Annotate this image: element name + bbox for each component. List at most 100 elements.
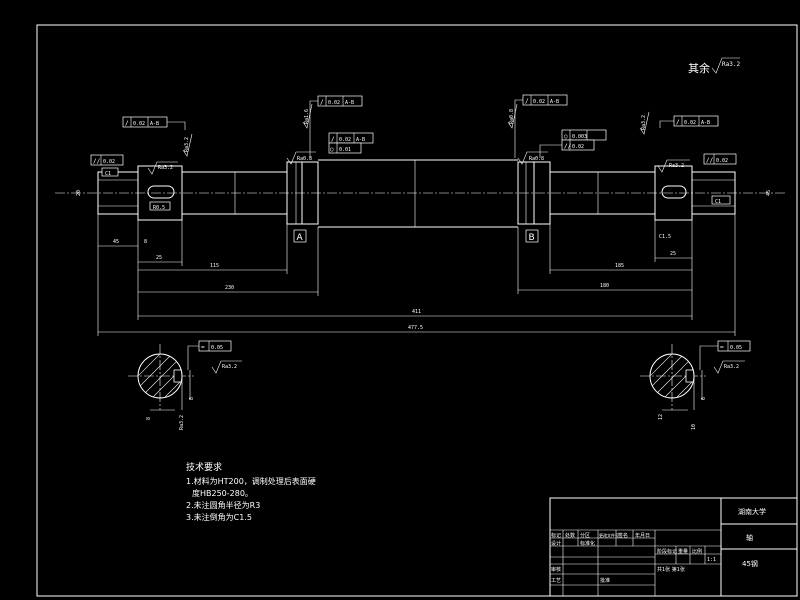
svg-text:○: ○	[330, 146, 334, 153]
section-right-depth: 12	[658, 414, 664, 420]
tol-frame-f6: / 0.02 A-B	[514, 94, 568, 158]
section-left-keyway-width: 8	[189, 397, 195, 400]
tb-school: 湖南大学	[738, 507, 766, 516]
dim-d8: 25	[670, 251, 676, 257]
svg-text:0.05: 0.05	[730, 345, 742, 351]
dim-d3: 230	[225, 285, 234, 291]
svg-text:Ra0.8: Ra0.8	[529, 156, 544, 162]
svg-text:Ra3.2: Ra3.2	[669, 163, 684, 169]
svg-text:0.02: 0.02	[716, 158, 728, 164]
general-roughness-value: Ra3.2	[722, 61, 740, 68]
dim-d6: 185	[615, 263, 624, 269]
svg-text:0.02: 0.02	[339, 137, 351, 143]
tb-sheet: 共1张 第1张	[657, 566, 685, 573]
dim-d2: 115	[210, 263, 219, 269]
svg-text:Ra1.6: Ra1.6	[304, 109, 310, 124]
section-left-roughness: Ra3.2	[179, 415, 185, 430]
tb-standardize: 标准化	[580, 540, 595, 547]
svg-text:0.003: 0.003	[572, 134, 587, 140]
tb-signature: 签名	[618, 532, 628, 539]
left-end-dia: 20	[76, 190, 82, 196]
svg-text:/: /	[320, 99, 324, 106]
dim-d5: 477.5	[408, 325, 423, 331]
tb-designer: 设计	[551, 540, 561, 547]
svg-text:0.02: 0.02	[572, 144, 584, 150]
roughness-r6: Ra3.2	[657, 159, 690, 173]
svg-text:Ra0.8: Ra0.8	[509, 109, 515, 124]
shaft-main-view	[55, 159, 785, 228]
svg-text:A-B: A-B	[550, 99, 559, 105]
chamfer-left: C1	[105, 171, 111, 177]
tech-requirement-3: 3.未注倒角为C1.5	[186, 512, 252, 522]
tol-frame-f2: // 0.02	[90, 154, 124, 166]
svg-text:/: /	[331, 136, 335, 143]
svg-text:Ra3.2: Ra3.2	[158, 165, 173, 171]
section-view-right: 6 12 10 = 0.05	[640, 340, 751, 430]
svg-text://: //	[564, 143, 572, 150]
tol-frame-f4: / 0.02 A-B	[328, 132, 374, 144]
title-block: 标记 处数 分区 更改文件号 签名 年月日 设计 标准化 阶段标记 重量 比例 …	[549, 497, 798, 597]
svg-text:Ra3.2: Ra3.2	[724, 364, 739, 370]
svg-text:0.02: 0.02	[328, 100, 340, 106]
svg-text:=: =	[201, 344, 205, 351]
svg-text:○: ○	[564, 133, 568, 140]
tol-frame-f8: // 0.02	[539, 139, 595, 158]
datum-b: B	[525, 229, 539, 243]
general-roughness-label: 其余	[688, 61, 710, 75]
tech-requirement-1: 1.材料为HT200，调制处理后表面硬	[186, 476, 316, 486]
svg-text:0.02: 0.02	[684, 120, 696, 126]
dim-d1: 25	[156, 255, 162, 261]
tb-process: 工艺	[551, 578, 561, 584]
tech-requirement-2: 2.未注圆角半径为R3	[186, 500, 260, 510]
section-view-left: 8 8 Ra3.2 = 0.05	[128, 340, 232, 430]
tech-requirement-1b: 度HB250-280。	[192, 488, 253, 498]
svg-text:0.01: 0.01	[339, 147, 351, 153]
datum-b-label: B	[529, 233, 535, 243]
tb-material: 45钢	[742, 559, 758, 568]
tol-frame-f1: / 0.02 A-B	[122, 116, 186, 130]
svg-text:A-B: A-B	[356, 137, 365, 143]
tol-frame-f10: // 0.02	[703, 153, 737, 165]
tol-frame-f9: / 0.02 A-B	[659, 115, 719, 128]
svg-text:A-B: A-B	[150, 121, 159, 127]
roughness-r2: Ra0.8	[286, 151, 316, 165]
datum-a: A	[293, 229, 307, 243]
dim-d9: 45	[113, 239, 119, 245]
fillet-left: R0.5	[153, 205, 165, 211]
roughness-r11: Ra3.2	[713, 360, 745, 374]
tb-change-doc: 更改文件号	[599, 532, 619, 538]
horizontal-dimensions: 25 115 230 411 477.5 185 180 25 45	[97, 214, 736, 336]
svg-text:/: /	[125, 120, 129, 127]
tech-requirements-heading: 技术要求	[186, 461, 222, 473]
tolerance-frames: / 0.02 A-B // 0.02 / 0.02 A-B / 0.02 A-B	[90, 94, 737, 166]
roughness-r3: Ra1.6	[302, 103, 313, 129]
svg-text:A-B: A-B	[345, 100, 354, 106]
section-left-depth: 8	[146, 417, 152, 420]
shaft-annotations: C1 R0.5 C1 C1.5 8 20 45	[76, 167, 772, 245]
tol-frame-f7: ○ 0.003	[561, 129, 607, 141]
svg-text:=: =	[720, 344, 724, 351]
svg-text:/: /	[525, 98, 529, 105]
roughness-r4: Ra0.8	[517, 151, 548, 165]
tech-requirements: 技术要求 1.材料为HT200，调制处理后表面硬 度HB250-280。 2.未…	[186, 461, 316, 522]
roughness-r10: Ra3.2	[211, 360, 242, 374]
chamfer-right-bottom: C1.5	[659, 234, 671, 240]
drawing-border	[36, 24, 798, 597]
tol-frame-f5: ○ 0.01	[328, 142, 362, 154]
section-right-keyway-width: 6	[701, 397, 707, 400]
right-end-dia: 45	[766, 190, 772, 196]
svg-text:Ra3.2: Ra3.2	[184, 137, 190, 152]
roughness-r1: Ra3.2	[147, 161, 178, 175]
roughness-r8: Ra3.2	[182, 133, 193, 157]
tb-review: 审核	[551, 566, 561, 573]
keyway-depth-left: 8	[144, 239, 147, 245]
tb-ratio: 比例	[692, 548, 702, 555]
svg-text:0.02: 0.02	[533, 99, 545, 105]
svg-text://: //	[706, 157, 714, 164]
tb-scale: 1:1	[707, 557, 716, 563]
datum-a-label: A	[297, 233, 304, 243]
dim-d4: 411	[412, 309, 421, 315]
roughness-r7: Ra3.2	[639, 111, 650, 135]
tb-part-name: 轴	[746, 533, 753, 542]
